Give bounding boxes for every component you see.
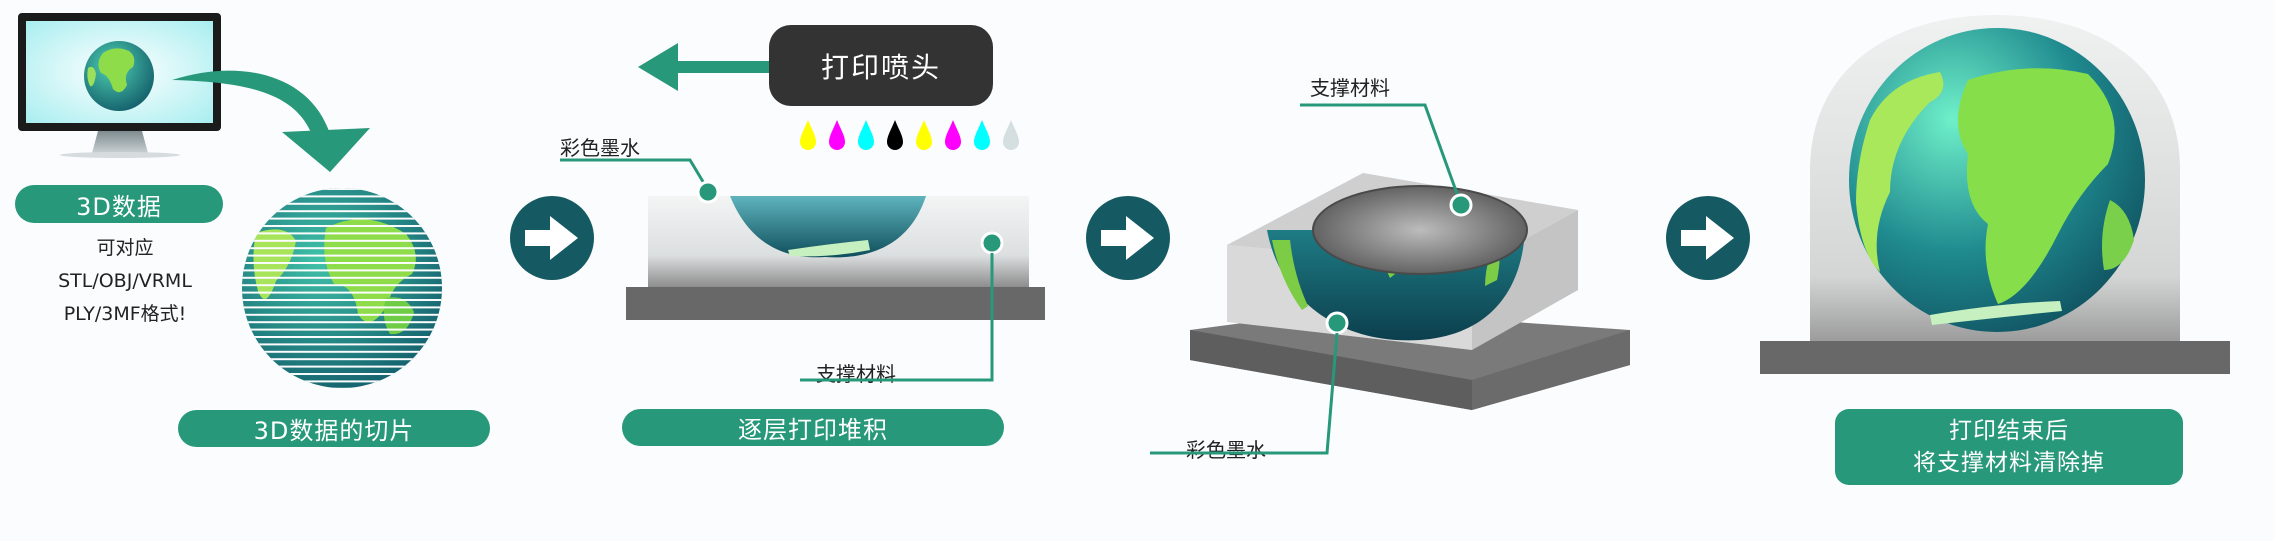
ink-drop-icon — [916, 120, 932, 150]
print-bed-diagram — [560, 150, 1060, 400]
step-label-3d-data: 3D数据 — [15, 185, 223, 223]
ink-drop-icon — [858, 120, 874, 150]
ink-drop-icon — [800, 120, 816, 150]
step-label-remove-support: 打印结束后 将支撑材料清除掉 — [1835, 409, 2183, 485]
arrow-right-circle-icon — [1666, 196, 1750, 280]
format-note-line: 可对应 — [96, 237, 154, 259]
callout-color-ink: 彩色墨水 — [560, 136, 640, 160]
callout-support-material: 支撑材料 — [1310, 76, 1390, 100]
format-note: 可对应 STL/OBJ/VRML PLY/3MF格式! — [30, 232, 220, 331]
step-label-line: 将支撑材料清除掉 — [1913, 450, 2105, 476]
print-head: 打印喷头 — [769, 25, 993, 106]
format-note-line: STL/OBJ/VRML — [58, 270, 192, 292]
callout-support-material: 支撑材料 — [816, 362, 896, 386]
ink-drop-icon — [1003, 120, 1019, 150]
curved-arrow-down-icon — [170, 60, 375, 175]
step-label-slicing: 3D数据的切片 — [178, 410, 490, 447]
format-note-line: PLY/3MF格式! — [63, 303, 187, 325]
sliced-globe-image — [236, 188, 448, 393]
arrow-right-circle-icon — [510, 196, 594, 280]
ink-drop-icon — [974, 120, 990, 150]
ink-drop-icon — [829, 120, 845, 150]
finished-globe-diagram — [1750, 10, 2250, 390]
arrow-right-circle-icon — [1086, 196, 1170, 280]
callout-color-ink: 彩色墨水 — [1186, 438, 1266, 462]
ink-drop-icon — [945, 120, 961, 150]
ink-drop-icon — [887, 120, 903, 150]
step-label-line: 打印结束后 — [1949, 418, 2069, 444]
support-block-3d-diagram — [1150, 90, 1650, 470]
step-label-layer-printing: 逐层打印堆积 — [622, 409, 1004, 446]
arrow-left-icon — [638, 42, 778, 92]
monitor-icon — [18, 13, 221, 163]
